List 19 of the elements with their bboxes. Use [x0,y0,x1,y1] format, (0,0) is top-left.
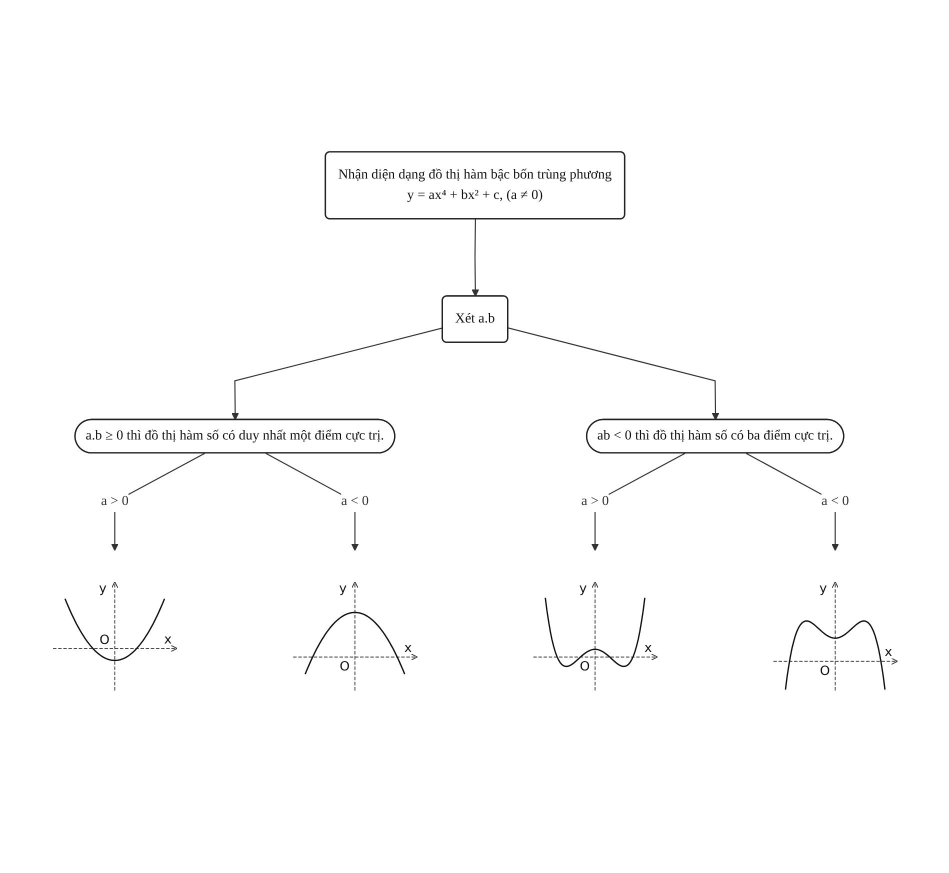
axis-label: x [404,641,412,656]
axis-label: x [164,632,172,648]
axis-label: y [818,582,827,598]
axis-label: y [98,582,106,598]
edge-label: a < 0 [820,494,848,509]
axis-label: x [644,641,652,656]
edge-label: a < 0 [340,494,368,509]
axis-label: O [819,664,830,680]
axis-label: y [338,582,346,598]
arrow [471,220,479,298]
axis-label: O [579,660,590,676]
axis-label: y [578,582,586,598]
arrow [230,328,442,421]
edge-label: a > 0 [580,494,608,509]
axis-label: O [339,660,350,676]
arrow [507,328,719,421]
axis-label: O [98,633,110,648]
axis-label: x [884,645,892,660]
edge-label: a > 0 [100,494,128,509]
